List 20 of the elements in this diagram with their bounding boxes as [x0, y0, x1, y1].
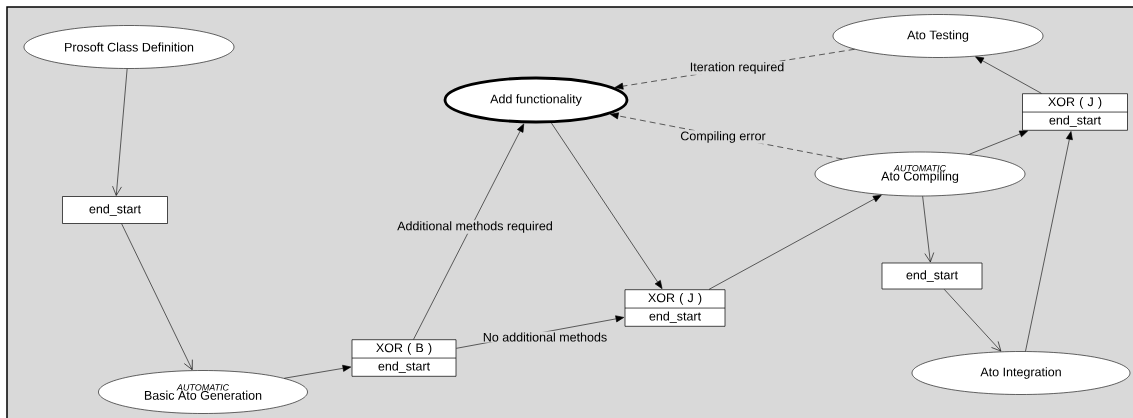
arrow [969, 130, 1028, 155]
arrow [121, 223, 193, 370]
arrow [413, 123, 525, 340]
arrow [284, 364, 352, 379]
gateway-box: XOR ( J ) end_start [624, 289, 726, 327]
gateway-box: XOR ( J ) end_start [1022, 93, 1128, 131]
arrow [112, 68, 128, 196]
arrow [551, 122, 663, 289]
edge-label: Iteration required [688, 61, 786, 75]
connector-box: end_start [881, 262, 983, 290]
connector-box: end_start [62, 196, 168, 224]
edge-label: Additional methods required [396, 220, 554, 234]
arrow [922, 196, 935, 263]
edge-label: Compiling error [679, 130, 767, 144]
gateway-box: XOR ( B ) end_start [351, 339, 457, 377]
arrow [943, 289, 1002, 352]
edge-label: No additional methods [481, 331, 609, 343]
arrow [975, 56, 1042, 94]
arrow [1025, 131, 1073, 352]
arrow [708, 194, 882, 290]
